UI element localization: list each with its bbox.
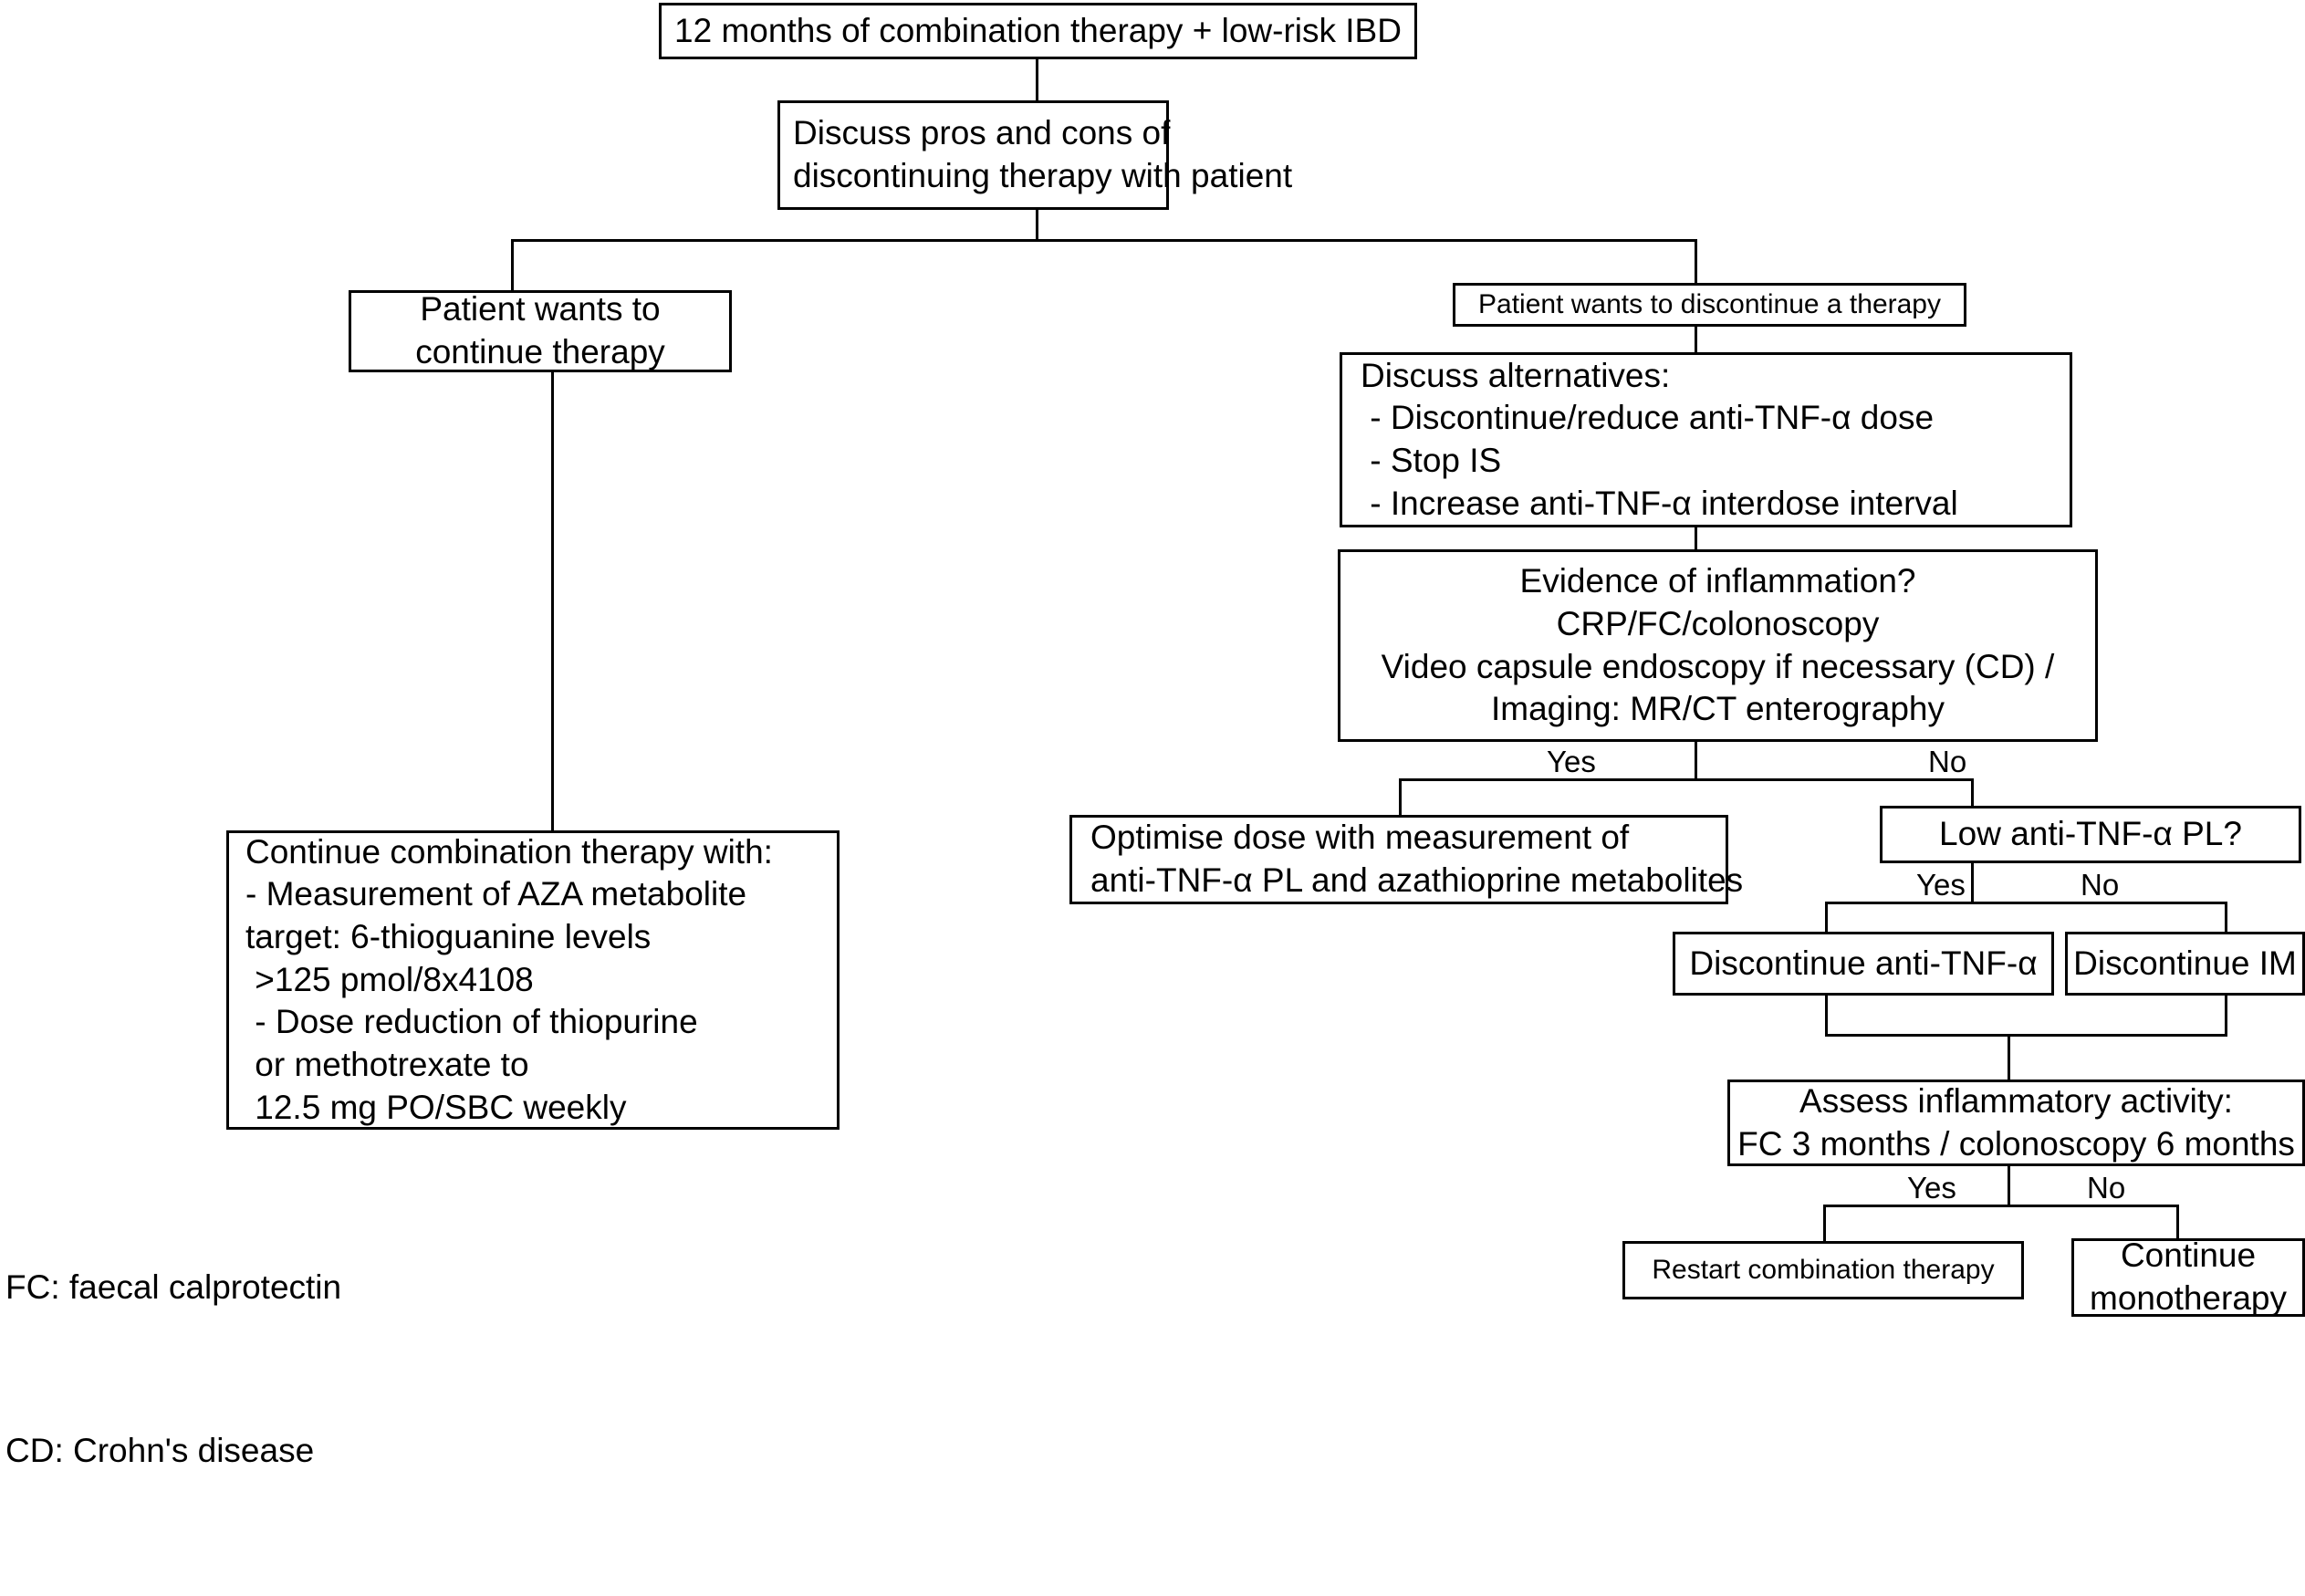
node-continue-combination-line-1: Continue combination therapy with: xyxy=(245,832,773,871)
node-evidence-of-inflammation[interactable]: Evidence of inflammation? CRP/FC/colonos… xyxy=(1338,549,2098,742)
node-continue-combination-therapy[interactable]: Continue combination therapy with: - Mea… xyxy=(226,830,840,1130)
node-continue-combination-line-5: - Dose reduction of thiopurine xyxy=(245,1003,698,1041)
connector-lowpl-split-bar xyxy=(1825,902,2227,904)
node-optimise-dose[interactable]: Optimise dose with measurement of anti-T… xyxy=(1069,815,1743,904)
connector-assess-down xyxy=(2008,1166,2010,1205)
node-restart-combination-therapy-text: Restart combination therapy xyxy=(1652,1255,1995,1286)
node-evidence-line-2: CRP/FC/colonoscopy xyxy=(1556,604,1880,642)
node-continue-combination-line-2: - Measurement of AZA metabolite xyxy=(245,875,747,913)
node-patient-continue-therapy-line-1: Patient wants to xyxy=(420,290,661,329)
node-continue-combination-line-6: or methotrexate to xyxy=(245,1045,529,1083)
node-low-anti-tnf-pl-text: Low anti-TNF-α PL? xyxy=(1939,815,2242,853)
node-discuss-pros-cons-line-2: discontinuing therapy with patient xyxy=(793,157,1293,194)
connector-split-bar xyxy=(511,239,1697,242)
node-optimise-dose-line-2: anti-TNF-α PL and azathioprine metabolit… xyxy=(1090,861,1744,899)
node-assess-inflammatory-activity[interactable]: Assess inflammatory activity: FC 3 month… xyxy=(1727,1080,2305,1166)
node-patient-discontinue-therapy-text: Patient wants to discontinue a therapy xyxy=(1478,289,1941,320)
node-continue-monotherapy-line-2: monotherapy xyxy=(2090,1279,2287,1317)
node-continue-combination-line-4: >125 pmol/8x4108 xyxy=(245,960,534,998)
edge-label-lowpl-no: No xyxy=(2076,870,2124,900)
node-discontinue-im-text: Discontinue IM xyxy=(2073,944,2297,982)
legend-item-fc: FC: faecal calprotectin xyxy=(5,1268,342,1307)
connector-discontinue-to-alternatives xyxy=(1695,327,1697,352)
connector-lowpl-yes xyxy=(1825,902,1828,932)
connector-lowpl-down xyxy=(1971,863,1974,902)
node-discuss-alternatives[interactable]: Discuss alternatives: - Discontinue/redu… xyxy=(1340,352,2072,527)
node-assess-line-2: FC 3 months / colonoscopy 6 months xyxy=(1737,1124,2295,1163)
node-discuss-alternatives-line-2: - Discontinue/reduce anti-TNF-α dose xyxy=(1361,399,1935,437)
connector-lowpl-no xyxy=(2225,902,2227,932)
connector-evidence-no xyxy=(1971,778,1974,806)
connector-assess-no xyxy=(2176,1205,2179,1241)
node-low-anti-tnf-pl[interactable]: Low anti-TNF-α PL? xyxy=(1880,806,2301,863)
connector-continue-therapy-drop xyxy=(551,372,554,830)
legend-item-cd: CD: Crohn's disease xyxy=(5,1431,315,1469)
connector-root-to-discuss xyxy=(1036,59,1038,100)
node-discontinue-im[interactable]: Discontinue IM xyxy=(2065,932,2305,996)
node-continue-combination-line-7: 12.5 mg PO/SBC weekly xyxy=(245,1088,627,1126)
node-evidence-line-1: Evidence of inflammation? xyxy=(1519,562,1916,600)
abbreviation-legend: FC: faecal calprotectin CD: Crohn's dise… xyxy=(5,1152,402,1596)
node-continue-monotherapy[interactable]: Continue monotherapy xyxy=(2071,1236,2305,1317)
node-assess-line-1: Assess inflammatory activity: xyxy=(1799,1081,2233,1120)
node-patient-continue-therapy-line-2: continue therapy xyxy=(415,333,665,370)
node-continue-monotherapy-line-1: Continue xyxy=(2120,1236,2257,1275)
connector-evidence-yes xyxy=(1399,778,1402,815)
node-root[interactable]: 12 months of combination therapy + low-r… xyxy=(659,3,1417,59)
connector-split-right xyxy=(1695,239,1697,283)
connector-disc-antitnf-down xyxy=(1825,996,1828,1034)
connector-assess-yes xyxy=(1823,1205,1826,1241)
connector-evidence-split-bar xyxy=(1399,778,1974,781)
connector-disc-im-down xyxy=(2225,996,2227,1034)
node-evidence-line-3: Video capsule endoscopy if necessary (CD… xyxy=(1381,647,2055,685)
legend-item-is: IS: immunosuppressant xyxy=(5,1587,402,1596)
edge-label-assess-no: No xyxy=(2082,1173,2131,1203)
node-discuss-alternatives-line-4: - Increase anti-TNF-α interdose interval xyxy=(1361,484,1958,522)
node-discuss-alternatives-line-3: - Stop IS xyxy=(1361,442,1502,479)
connector-discuss-down xyxy=(1036,210,1038,239)
node-root-text: 12 months of combination therapy + low-r… xyxy=(674,11,1402,49)
node-optimise-dose-line-1: Optimise dose with measurement of xyxy=(1090,819,1630,857)
node-discuss-alternatives-line-1: Discuss alternatives: xyxy=(1361,356,1671,394)
node-patient-discontinue-therapy[interactable]: Patient wants to discontinue a therapy xyxy=(1453,283,1966,327)
node-restart-combination-therapy[interactable]: Restart combination therapy xyxy=(1622,1241,2024,1299)
connector-discontinue-merge-bar xyxy=(1825,1034,2227,1037)
edge-label-evidence-no: No xyxy=(1924,746,1972,777)
edge-label-evidence-yes: Yes xyxy=(1542,746,1601,777)
node-discontinue-anti-tnf-text: Discontinue anti-TNF-α xyxy=(1689,944,2038,982)
connector-alternatives-to-evidence xyxy=(1695,527,1697,549)
connector-merge-to-assess xyxy=(2008,1034,2010,1080)
node-patient-continue-therapy[interactable]: Patient wants to continue therapy xyxy=(349,290,732,372)
node-discuss-pros-cons[interactable]: Discuss pros and cons of discontinuing t… xyxy=(777,100,1292,210)
node-discontinue-anti-tnf[interactable]: Discontinue anti-TNF-α xyxy=(1673,932,2054,996)
connector-evidence-down xyxy=(1695,742,1697,778)
node-continue-combination-line-3: target: 6-thioguanine levels xyxy=(245,918,652,956)
edge-label-lowpl-yes: Yes xyxy=(1912,870,1970,900)
edge-label-assess-yes: Yes xyxy=(1903,1173,1961,1203)
connector-assess-split-bar xyxy=(1823,1205,2179,1207)
connector-split-left xyxy=(511,239,514,292)
node-discuss-pros-cons-line-1: Discuss pros and cons of xyxy=(793,114,1171,152)
node-evidence-line-4: Imaging: MR/CT enterography xyxy=(1491,690,1945,728)
